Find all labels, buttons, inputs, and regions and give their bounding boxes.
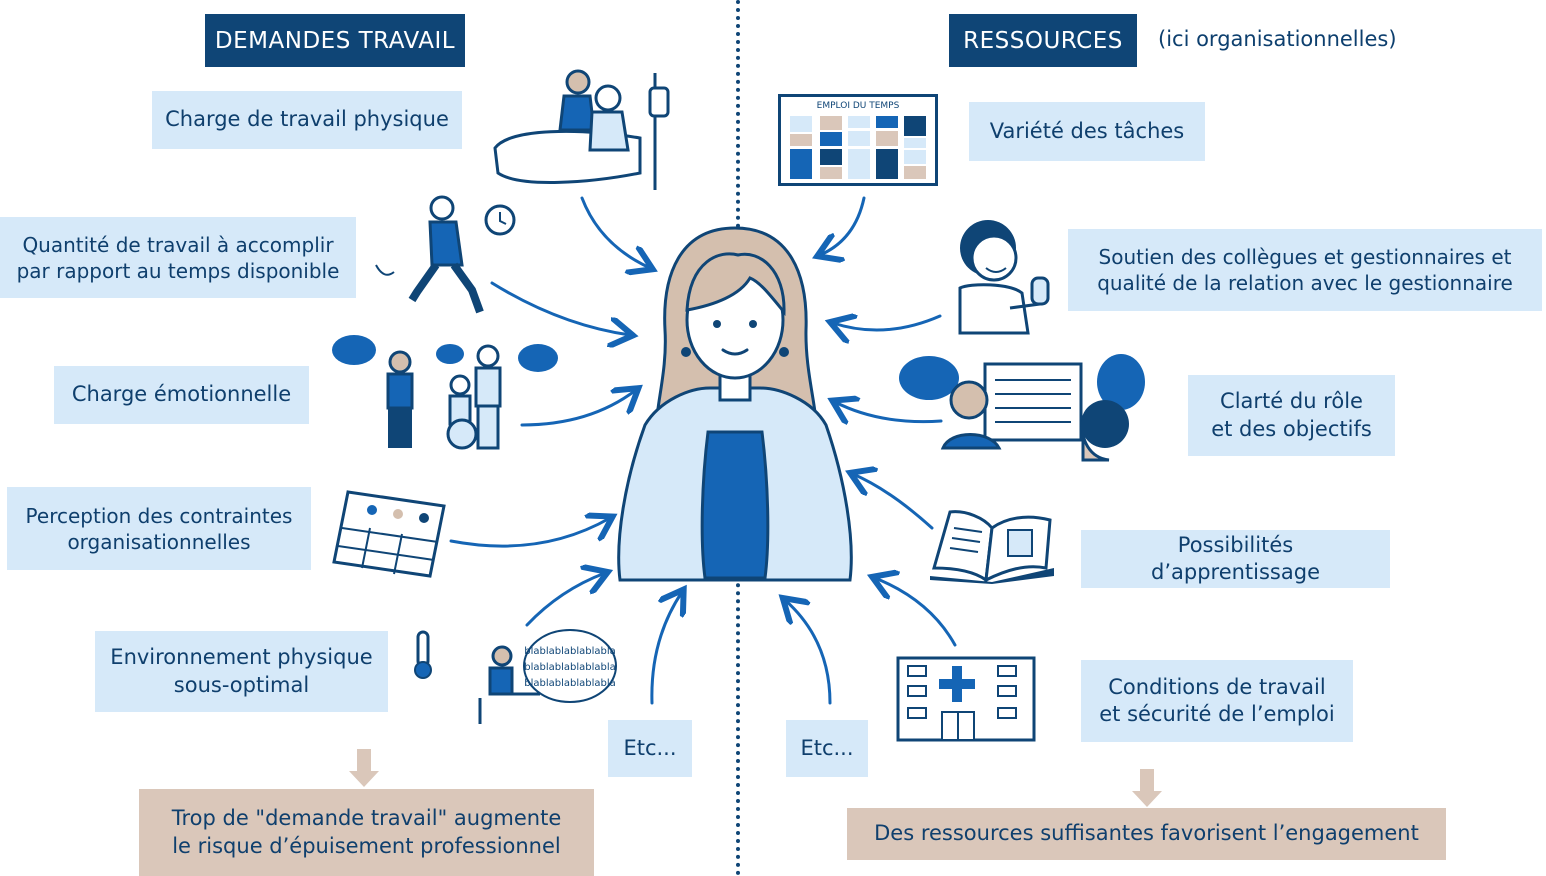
demand-etc: Etc...	[608, 720, 692, 777]
hospital-building-illustration	[896, 656, 1036, 742]
arrow-physical-workload	[580, 196, 650, 268]
arrow-learning	[853, 474, 934, 530]
resource-role-clarity: Clarté du rôle et des objectifs	[1188, 375, 1395, 456]
chatter-text-2: blablablablablabla	[524, 662, 616, 673]
arrow-role-clarity	[835, 402, 943, 422]
arrow-workload-vs-time	[490, 281, 630, 335]
arrow-etc-left	[650, 592, 682, 705]
demand-emotional-load: Charge émotionnelle	[54, 366, 309, 424]
resource-task-variety: Variété des tâches	[969, 102, 1205, 161]
demands-header: DEMANDES TRAVAIL	[205, 14, 465, 67]
arrow-emotional-load	[520, 390, 636, 427]
hospital-bed-illustration	[493, 69, 670, 190]
noisy-environment-illustration: blablablablablabla blablablablablabla bl…	[414, 629, 617, 724]
running-worker-illustration	[375, 195, 516, 314]
arrow-colleague-support	[833, 316, 942, 330]
down-arrow-right	[1132, 769, 1162, 807]
thumbs-up-person-illustration	[958, 220, 1050, 335]
resource-job-security: Conditions de travail et sécurité de l’e…	[1081, 660, 1353, 742]
demand-physical-workload: Charge de travail physique	[152, 91, 462, 149]
chatter-text-3: blablablablablabla	[524, 678, 616, 689]
schedule-cells	[790, 116, 926, 179]
schedule-title: EMPLOI DU TEMPS	[817, 101, 900, 111]
demand-workload-vs-time: Quantité de travail à accomplir par rapp…	[0, 217, 356, 298]
resources-header: RESSOURCES	[949, 14, 1137, 67]
arrow-etc-right	[785, 600, 832, 705]
calendar-grid-illustration	[332, 490, 446, 578]
resources-header-note: (ici organisationnelles)	[1158, 27, 1397, 51]
demand-org-constraints: Perception des contraintes organisationn…	[7, 487, 311, 570]
resources-conclusion: Des ressources suffisantes favorisent l’…	[847, 808, 1446, 860]
central-person	[617, 226, 853, 582]
chatter-text-1: blablablablablabla	[524, 646, 616, 657]
person-top	[700, 430, 770, 580]
schedule-board-illustration: EMPLOI DU TEMPS	[778, 94, 938, 186]
resource-colleague-support: Soutien des collègues et gestionnaires e…	[1068, 229, 1542, 311]
down-arrow-left	[349, 749, 379, 787]
demands-conclusion: Trop de "demande travail" augmente le ri…	[139, 789, 594, 876]
demand-physical-environment: Environnement physique sous-optimal	[95, 631, 388, 712]
role-clarity-illustration	[899, 354, 1145, 462]
arrow-org-constraints	[449, 518, 610, 548]
resource-etc: Etc...	[786, 720, 868, 777]
arrow-task-variety	[820, 196, 866, 255]
emotional-group-illustration	[332, 335, 558, 450]
open-book-illustration	[930, 510, 1054, 584]
resource-learning: Possibilités d’apprentissage	[1081, 530, 1390, 588]
arrow-physical-environment	[525, 573, 605, 627]
arrow-job-security	[875, 578, 957, 647]
